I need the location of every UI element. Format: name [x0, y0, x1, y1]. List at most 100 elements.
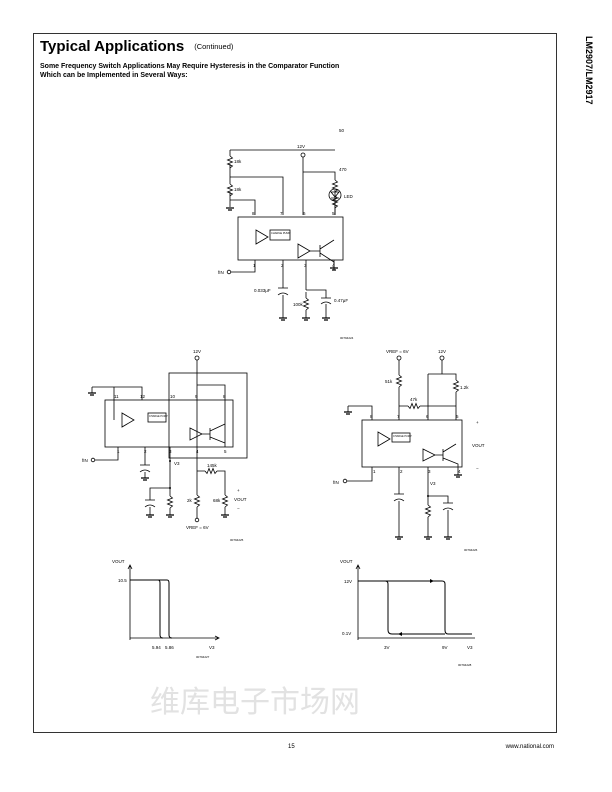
schematic-label: 8 — [223, 394, 226, 399]
schematic-label: 3 — [428, 469, 431, 474]
footer-url: www.national.com — [505, 744, 554, 750]
schematic-label: 00794227 — [196, 655, 210, 659]
schematic-label: 12V — [193, 349, 201, 354]
title-text: Typical Applications — [40, 38, 185, 55]
watermark: 维库电子市场网 — [150, 685, 360, 720]
schematic-label: VOUT — [112, 559, 125, 564]
resistor-icon — [226, 155, 234, 169]
schematic-label: 0.1V — [342, 631, 351, 636]
schematic-label: 12 — [140, 394, 146, 399]
schematic-label: 9V — [442, 645, 448, 650]
schematic-label: − — [476, 466, 479, 471]
schematic-label: V3 — [174, 461, 180, 466]
schematic-label: fIN — [82, 458, 88, 463]
schematic-label: 2 — [400, 469, 403, 474]
schematic-label: 3 — [304, 263, 307, 268]
schematic-label: 5.94 — [152, 645, 161, 650]
comparator-icon — [297, 243, 311, 259]
schematic-label: 4 — [458, 469, 461, 474]
schematic-label: 4 — [332, 263, 335, 268]
schematic-label: VREF = 6V — [186, 525, 209, 530]
schematic-label: 1.2k — [460, 385, 469, 390]
schematic-label: 68k — [213, 498, 221, 503]
schematic-label: 5.86 — [165, 645, 174, 650]
page-frame — [33, 33, 557, 733]
schematic-label: + — [237, 488, 240, 493]
schematic-label: + — [476, 420, 479, 425]
schematic-label: 12V — [438, 349, 446, 354]
schematic-label: CHARGE PUMP — [149, 415, 168, 418]
schematic-label: 3 — [169, 449, 172, 454]
schematic-label: 4 — [196, 449, 199, 454]
supply-label: 12V — [297, 144, 305, 149]
resistor-label: 18k — [234, 159, 242, 164]
schematic-label: 2k — [187, 498, 193, 503]
schematic-label: 5 — [456, 414, 459, 419]
resistor-icon — [407, 402, 421, 410]
schematic-label: 2 — [144, 449, 147, 454]
schematic-label: 0.47μF — [334, 298, 348, 303]
schematic-label: 00794226 — [464, 548, 478, 552]
schematic-label: 9 — [195, 394, 198, 399]
schematic-label: 145k — [207, 463, 218, 468]
schematic-label: 7 — [397, 414, 400, 419]
led-label: LED — [344, 194, 354, 199]
supply-terminal — [300, 152, 306, 158]
continued-label: (Continued) — [194, 42, 234, 51]
schematic-label: 1 — [117, 449, 120, 454]
schematic-label: CHARGE PUMP — [271, 231, 291, 235]
resistor-icon — [226, 183, 234, 197]
figure-4-transfer-graph: VOUT 10.5 5.94 5.86 V3 00794227 — [112, 559, 220, 659]
schematic-label: 5 — [224, 449, 227, 454]
schematic-label: 6 — [426, 414, 429, 419]
schematic-label: 8 — [252, 211, 255, 216]
schematic-label: fIN — [333, 480, 339, 485]
ic-package — [237, 216, 344, 261]
section-subtitle: Some Frequency Switch Applications May R… — [40, 63, 340, 79]
resistor-icon — [331, 179, 339, 193]
resistor-icon — [424, 504, 432, 518]
schematic-label: 5 — [332, 211, 335, 216]
schematic-label: V3 — [430, 481, 436, 486]
schematic-label: V3 — [209, 645, 215, 650]
figure-id: 00794224 — [340, 336, 354, 340]
page-number: 15 — [288, 744, 295, 750]
schematic-label: 10 — [170, 394, 176, 399]
schematic-label: − — [237, 506, 240, 511]
resistor-label: 470 — [339, 167, 347, 172]
schematic-label: VOUT — [234, 497, 247, 502]
resistor-icon — [302, 297, 310, 311]
schematic-label: VOUT — [340, 559, 353, 564]
resistor-icon — [221, 494, 229, 508]
schematic-label: 12V — [344, 579, 352, 584]
resistor-icon — [204, 467, 218, 475]
schematic-label: V3 — [467, 645, 473, 650]
schematic-label: 6 — [303, 211, 306, 216]
figure-5-hysteresis-graph: VOUT 12V 0.1V 3V 9V V3 00794228 — [340, 559, 475, 667]
led-icon — [328, 188, 342, 202]
charge-pump-block — [269, 229, 291, 241]
resistor-icon — [193, 494, 201, 508]
schematic-label: 51k — [385, 379, 393, 384]
input-terminal — [226, 269, 232, 275]
schematic-label: 1 — [253, 263, 256, 268]
resistor-label: 18k — [234, 187, 242, 192]
schematic-label: 8 — [370, 414, 373, 419]
section-title: Typical Applications (Continued) — [40, 38, 233, 55]
schematic-label: 11 — [114, 394, 119, 399]
opamp-icon — [255, 229, 269, 245]
schematic-label: 1 — [373, 469, 376, 474]
schematic-label: CHARGE PUMP — [393, 435, 412, 438]
schematic-label: 00794228 — [458, 663, 472, 667]
schematic-label: 3V — [384, 645, 390, 650]
schematic-label: VOUT — [472, 443, 485, 448]
schematic-label: 0.033μF — [254, 288, 271, 293]
fin-label: fIN — [218, 270, 224, 275]
schematic-label: VREF = 6V — [386, 349, 409, 354]
schematic-label: 100k — [293, 302, 304, 307]
diode-symbol — [330, 191, 340, 199]
resistor-label: 50 — [339, 128, 345, 133]
